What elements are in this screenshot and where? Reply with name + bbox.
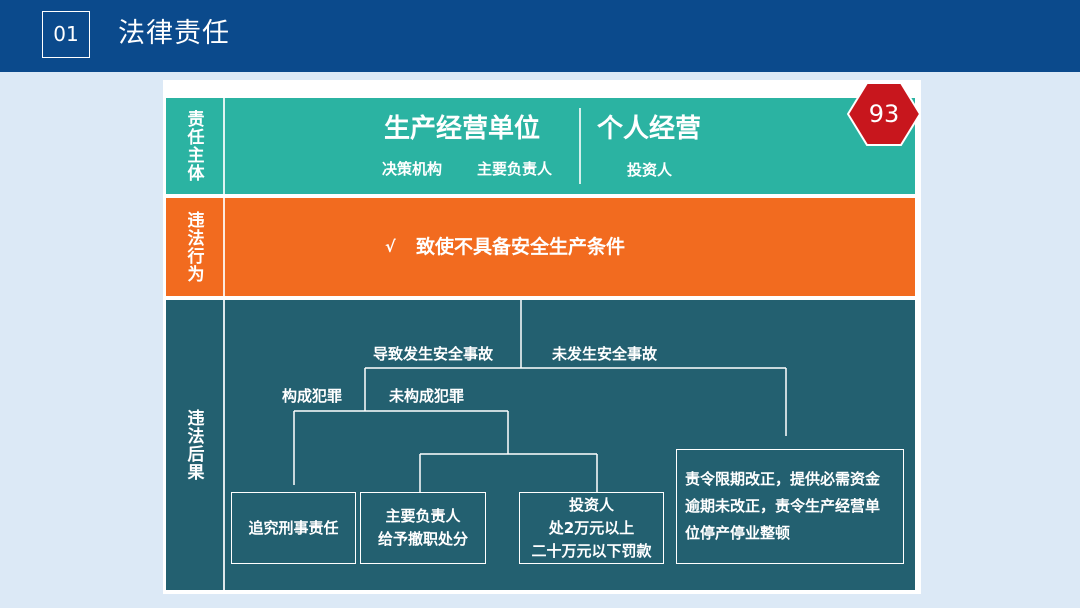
criminal-line-1: 追究刑事责任 [248,518,339,537]
personal-title: 个人经营 [597,114,702,144]
subject-band: 责任主体 [166,98,915,194]
badge-number: 93 [868,100,900,128]
rectify-box: 责令限期改正，提供必需资金 逾期未改正，责令生产经营单 位停产停业整顿 [676,449,904,564]
behavior-label: 违法行为 [183,211,204,283]
personal-item-investor: 投资人 [627,161,673,179]
investor-line-1: 投资人 [568,495,614,514]
page-title: 法律责任 [118,18,230,49]
behavior-divider [223,198,225,296]
branch-no-crime: 未构成犯罪 [389,387,465,405]
content-panel: 责任主体 违法行为 违法后果 [163,80,921,594]
branch-accident: 导致发生安全事故 [373,345,494,363]
subject-divider [223,98,225,194]
head-line-2: 给予撤职处分 [377,530,468,548]
header-bar: 01 法律责任 [0,0,1080,72]
behavior-text: 致使不具备安全生产条件 [416,236,626,258]
investor-line-3: 二十万元以下罚款 [531,541,652,560]
rectify-line-1: 责令限期改正，提供必需资金 [685,470,881,488]
behavior-band: 违法行为 [166,198,915,296]
subject-label: 责任主体 [183,110,204,182]
branch-crime: 构成犯罪 [282,387,343,405]
consequence-label: 违法后果 [183,409,204,481]
unit-item-head: 主要负责人 [477,160,553,178]
consequence-band: 违法后果 [166,300,915,590]
head-penalty-box: 主要负责人 给予撤职处分 [360,492,486,564]
consequence-divider [223,300,225,590]
unit-item-decision: 决策机构 [382,160,443,178]
page-number-badge [847,82,921,146]
head-line-1: 主要负责人 [385,507,461,525]
subject-separator [579,108,581,184]
unit-title: 生产经营单位 [384,114,541,144]
investor-fine-box: 投资人 处2万元以上 二十万元以下罚款 [519,492,664,564]
check-mark: √ [385,237,396,256]
rectify-line-3: 位停产停业整顿 [685,524,791,542]
branch-no-accident: 未发生安全事故 [552,345,658,363]
section-number: 01 [42,11,90,58]
investor-line-2: 处2万元以上 [548,518,635,537]
criminal-liability-box: 追究刑事责任 [231,492,356,564]
rectify-line-2: 逾期未改正，责令生产经营单 [685,497,881,515]
